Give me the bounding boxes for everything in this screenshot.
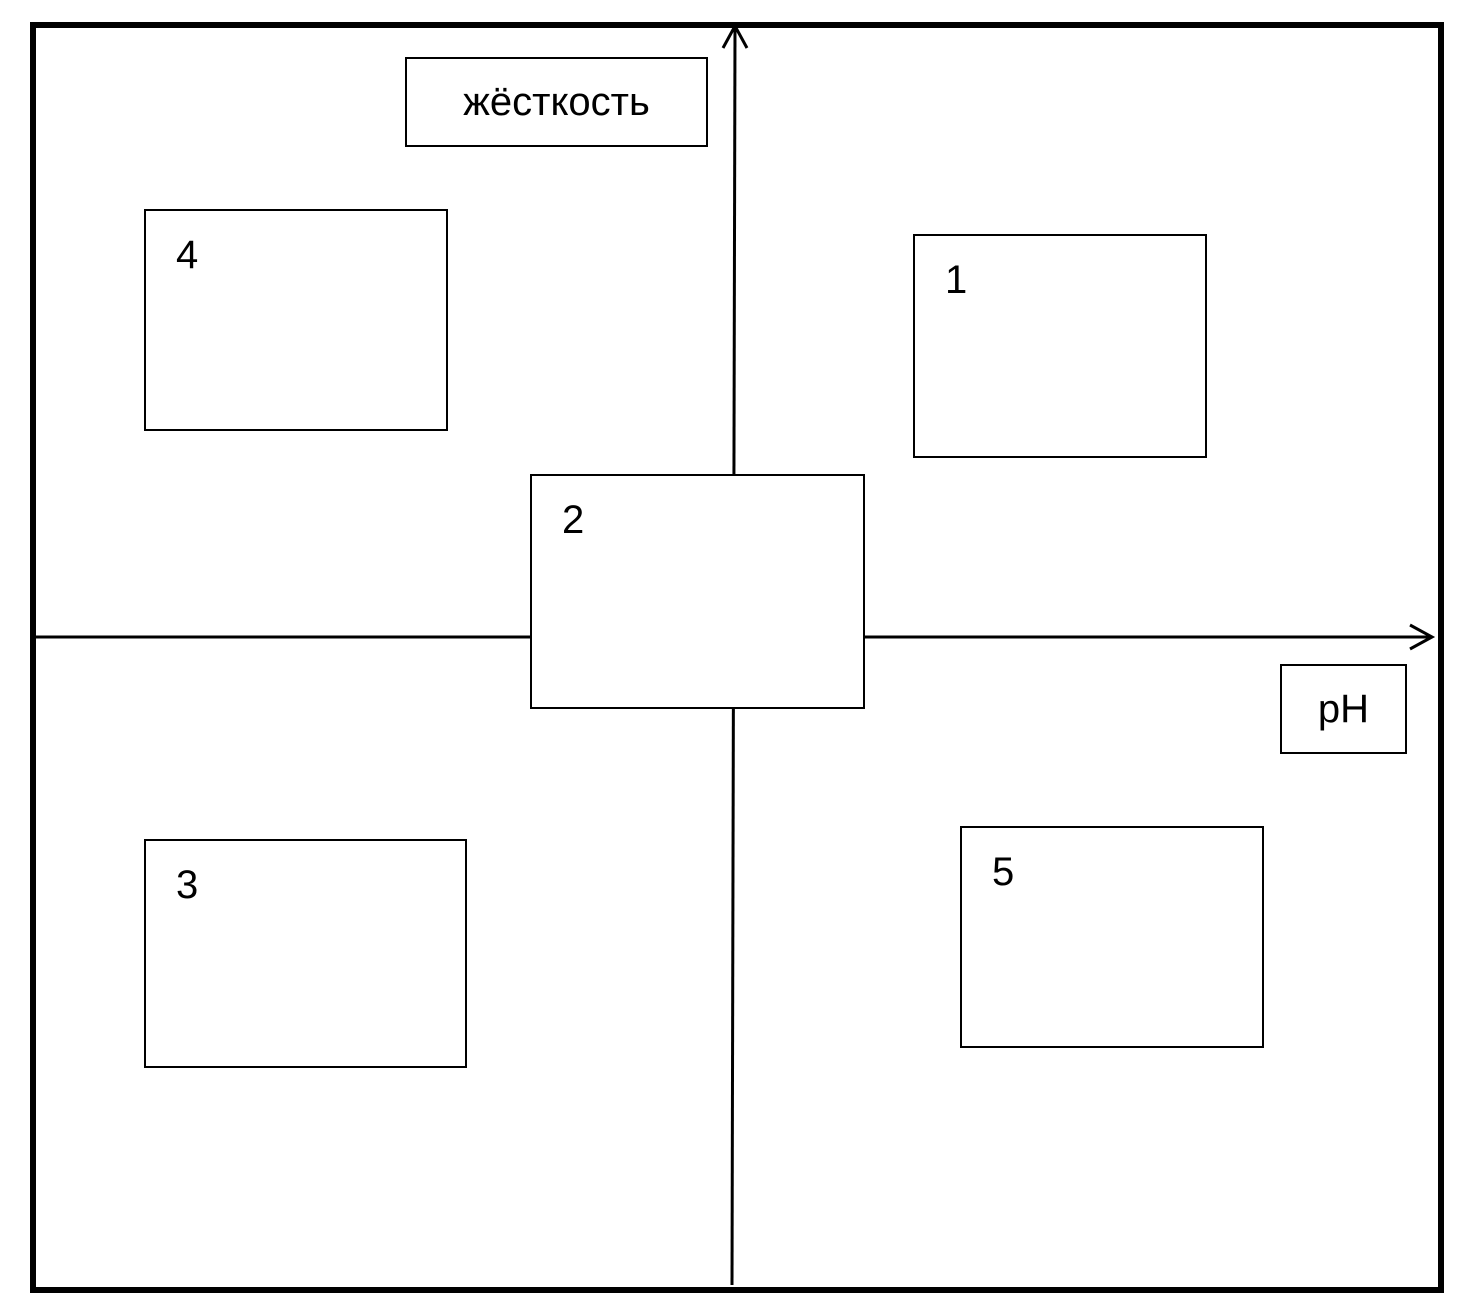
quadrant-box-4: 4: [144, 209, 448, 431]
quadrant-box-5: 5: [960, 826, 1264, 1048]
quadrant-box-3: 3: [144, 839, 467, 1068]
center-box-2: 2: [530, 474, 865, 709]
y-axis-label: жёсткость: [405, 57, 708, 147]
box-number: 1: [945, 258, 968, 302]
box-number: 4: [176, 233, 199, 277]
y-axis-arrowhead: [721, 22, 749, 49]
quadrant-box-1: 1: [913, 234, 1207, 458]
box-number: 2: [562, 498, 585, 542]
x-axis-label: pH: [1280, 664, 1407, 754]
x-axis-arrowhead: [1409, 623, 1436, 651]
box-number: 5: [992, 850, 1015, 894]
box-number: 3: [176, 863, 199, 907]
diagram-frame: [30, 22, 1444, 1293]
